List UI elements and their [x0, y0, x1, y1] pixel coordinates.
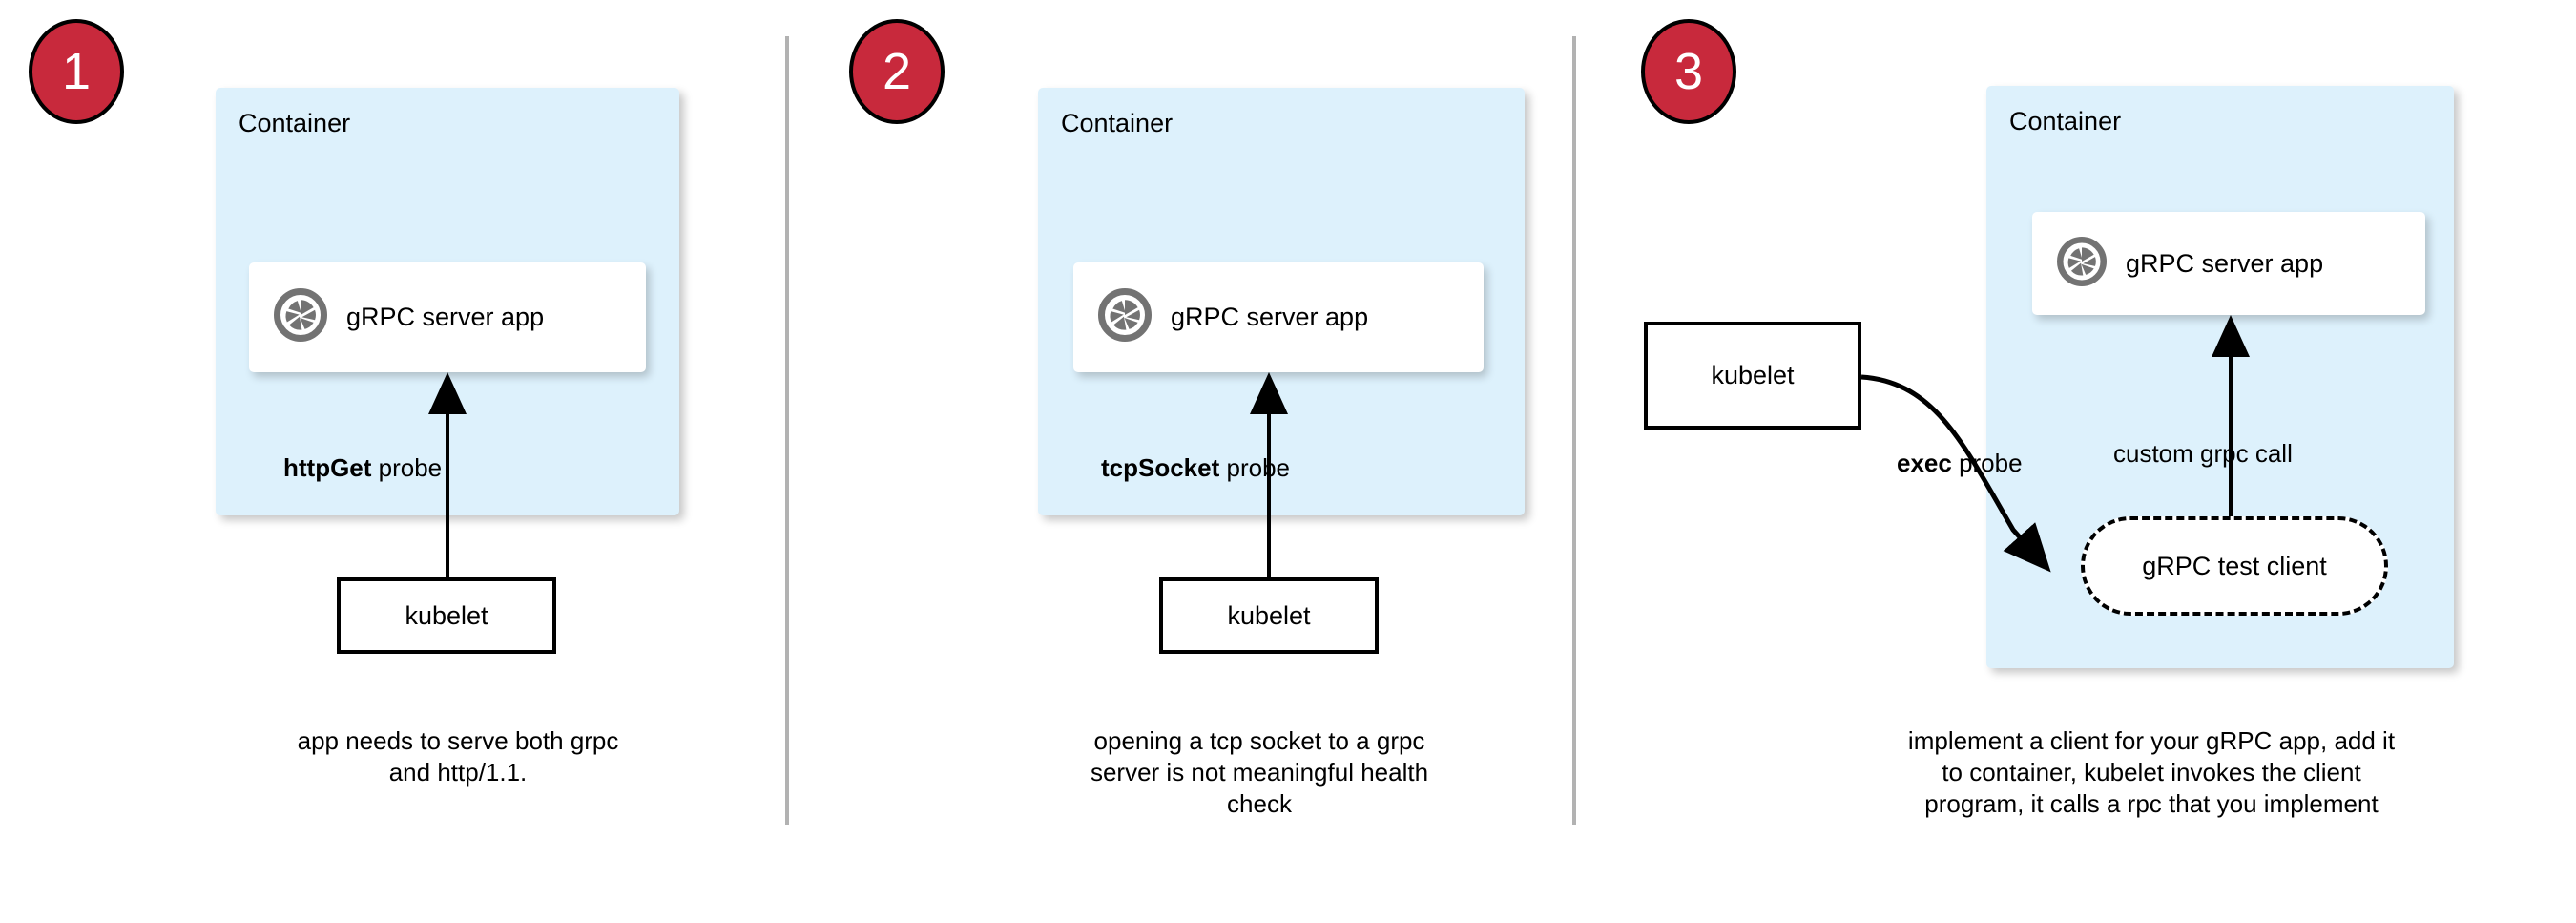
container-label: Container	[2009, 107, 2122, 136]
grpc-server-app-card-3: gRPC server app	[2032, 212, 2425, 315]
container-label: Container	[1061, 109, 1174, 137]
caption-line: server is not meaningful health	[1090, 757, 1429, 787]
exec-probe-label: exec probe	[1897, 449, 2023, 478]
step-badge-3: 3	[1641, 19, 1736, 124]
caption-line: opening a tcp socket to a grpc	[1093, 726, 1425, 755]
caption-line: and http/1.1.	[388, 757, 528, 787]
grpc-server-app-card-2: gRPC server app	[1073, 262, 1484, 372]
httpget-probe-label: httpGet probe	[283, 453, 442, 483]
grpc-test-client-node: gRPC test client	[2081, 516, 2388, 616]
tcpsocket-probe-label: tcpSocket probe	[1101, 453, 1290, 483]
caption-line: program, it calls a rpc that you impleme…	[1924, 788, 2379, 818]
custom-grpc-call-label: custom grpc call	[2113, 439, 2293, 468]
grpc-aperture-icon	[274, 288, 327, 346]
grpc-aperture-icon	[2057, 236, 2107, 291]
panel-caption-2: opening a tcp socket to a grpc server is…	[1011, 725, 1507, 819]
kubelet-box-2: kubelet	[1159, 577, 1379, 654]
grpc-server-app-label: gRPC server app	[2126, 248, 2324, 278]
step-badge-2: 2	[849, 19, 945, 124]
panel-divider-2	[1572, 36, 1576, 825]
probe-suffix: probe	[1219, 453, 1290, 482]
probe-keyword: httpGet	[283, 453, 372, 482]
caption-line: check	[1227, 788, 1292, 818]
probe-suffix: probe	[371, 453, 443, 482]
caption-line: implement a client for your gRPC app, ad…	[1907, 726, 2396, 755]
caption-line: to container, kubelet invokes the client	[1942, 757, 2361, 787]
kubelet-label: kubelet	[405, 600, 488, 630]
grpc-server-app-label: gRPC server app	[1171, 303, 1369, 331]
kubelet-label: kubelet	[1227, 600, 1311, 630]
step-badge-number: 1	[61, 43, 92, 100]
step-badge-1: 1	[29, 19, 124, 124]
grpc-aperture-icon	[1098, 288, 1152, 346]
step-badge-number: 2	[882, 43, 912, 100]
grpc-server-app-card-1: gRPC server app	[249, 262, 646, 372]
probe-suffix: probe	[1951, 449, 2023, 477]
kubelet-box-3: kubelet	[1644, 322, 1861, 430]
panel-caption-1: app needs to serve both grpc and http/1.…	[219, 725, 696, 788]
grpc-test-client-label: gRPC test client	[2142, 551, 2327, 580]
step-badge-number: 3	[1673, 43, 1704, 100]
caption-line: app needs to serve both grpc	[297, 726, 619, 755]
kubelet-label: kubelet	[1711, 361, 1795, 389]
kubelet-box-1: kubelet	[337, 577, 556, 654]
grpc-server-app-label: gRPC server app	[346, 303, 545, 331]
probe-keyword: tcpSocket	[1101, 453, 1220, 482]
panel-caption-3: implement a client for your gRPC app, ad…	[1798, 725, 2504, 819]
container-label: Container	[239, 109, 351, 137]
panel-divider-1	[785, 36, 789, 825]
probe-keyword: exec	[1897, 449, 1952, 477]
